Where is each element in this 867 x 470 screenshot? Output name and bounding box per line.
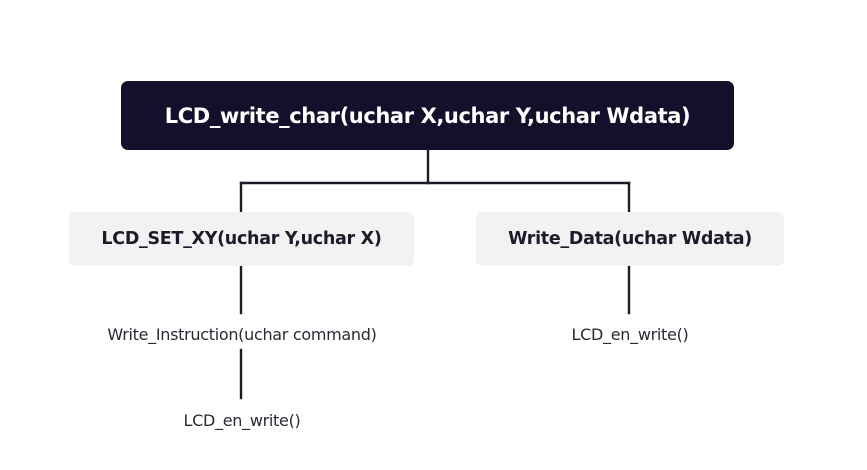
leaf-node-label: LCD_en_write() xyxy=(571,324,689,344)
leaf-node-lcd-en-write: LCD_en_write() xyxy=(142,409,342,431)
child-node-lcd-set-xy: LCD_SET_XY(uchar Y,uchar X) xyxy=(69,212,414,266)
leaf-node-label: Write_Instruction(uchar command) xyxy=(107,324,377,344)
leaf-node-write-instruction: Write_Instruction(uchar command) xyxy=(62,323,422,345)
leaf-node-lcd-en-write: LCD_en_write() xyxy=(530,323,730,345)
child-node-label: Write_Data(uchar Wdata) xyxy=(508,229,752,249)
root-function-label: LCD_write_char(uchar X,uchar Y,uchar Wda… xyxy=(164,103,691,128)
child-node-write-data: Write_Data(uchar Wdata) xyxy=(476,212,784,266)
root-function-node: LCD_write_char(uchar X,uchar Y,uchar Wda… xyxy=(121,81,734,150)
child-node-label: LCD_SET_XY(uchar Y,uchar X) xyxy=(101,229,382,249)
leaf-node-label: LCD_en_write() xyxy=(183,410,301,430)
